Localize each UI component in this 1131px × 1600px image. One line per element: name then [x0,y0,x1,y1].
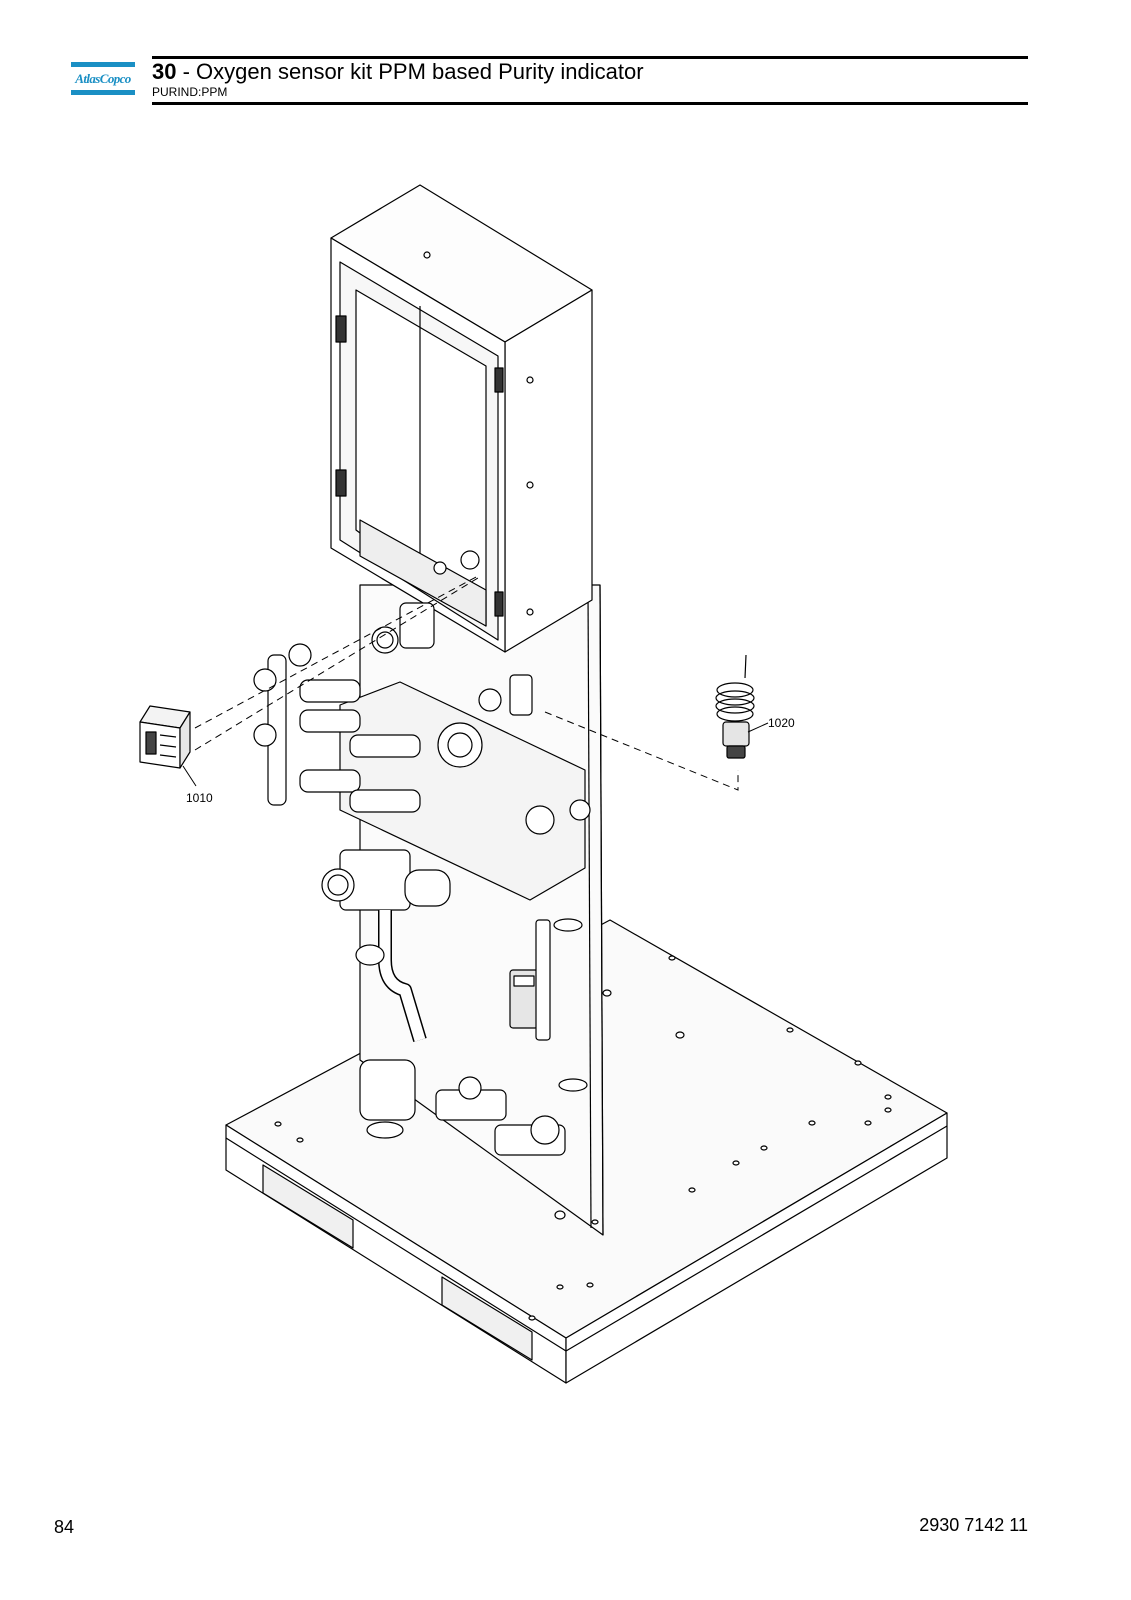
gas-manifold [253,602,591,901]
logo-bottom-bar [71,90,135,95]
regulator-and-piping [321,849,588,1156]
section-title: Oxygen sensor kit PPM based Purity indic… [196,59,644,84]
pallet-holes [274,955,892,1321]
assembly-lines [194,575,739,791]
page-title: 30 - Oxygen sensor kit PPM based Purity … [152,59,644,85]
logo-wordmark: AtlasCopco [75,71,131,86]
logo-top-bar [71,62,135,67]
atlas-copco-logo: AtlasCopco [71,62,135,95]
section-number: 30 [152,59,177,84]
header-bottom-rule [152,102,1028,105]
page-number: 84 [54,1517,75,1537]
header-top-rule [152,56,1028,59]
leader-lines [182,722,769,787]
part-1010-analyzer-module [139,705,191,769]
part-1020-oxygen-sensor [715,654,755,759]
section-code: PURIND:PPM [152,85,228,99]
document-number: 2930 7142 11 [919,1515,1028,1535]
electrical-cabinet [330,184,593,653]
callout-1020: 1020 [768,716,795,730]
callout-1010: 1010 [186,791,213,805]
title-separator: - [176,59,197,84]
